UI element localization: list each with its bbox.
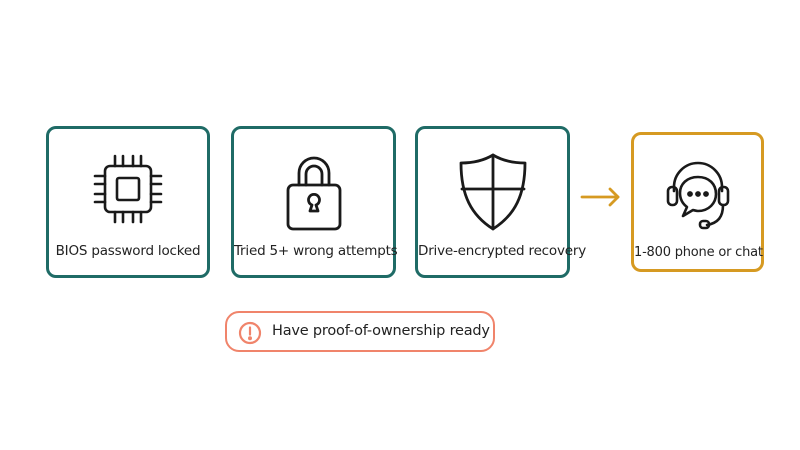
headset-chat-icon	[666, 161, 729, 230]
note-text: Have proof-of-ownership ready	[272, 323, 490, 339]
shield-icon	[459, 153, 526, 231]
exclamation-circle-icon	[238, 321, 262, 345]
step-card-wrong-attempts: Tried 5+ wrong attempts	[231, 126, 398, 278]
padlock-icon	[286, 156, 341, 231]
step-label: Tried 5+ wrong attempts	[234, 243, 398, 259]
support-label: 1-800 phone or chat	[634, 245, 763, 260]
step-card-bios-locked: BIOS password locked	[46, 126, 210, 278]
step-label: Drive-encrypted recovery	[418, 243, 586, 259]
ownership-note: Have proof-of-ownership ready	[225, 311, 495, 352]
chip-icon	[93, 154, 163, 224]
step-label: BIOS password locked	[55, 243, 201, 259]
arrow-right-icon	[580, 187, 620, 207]
support-card: 1-800 phone or chat	[631, 132, 764, 272]
step-card-drive-recovery: Drive-encrypted recovery	[415, 126, 586, 278]
